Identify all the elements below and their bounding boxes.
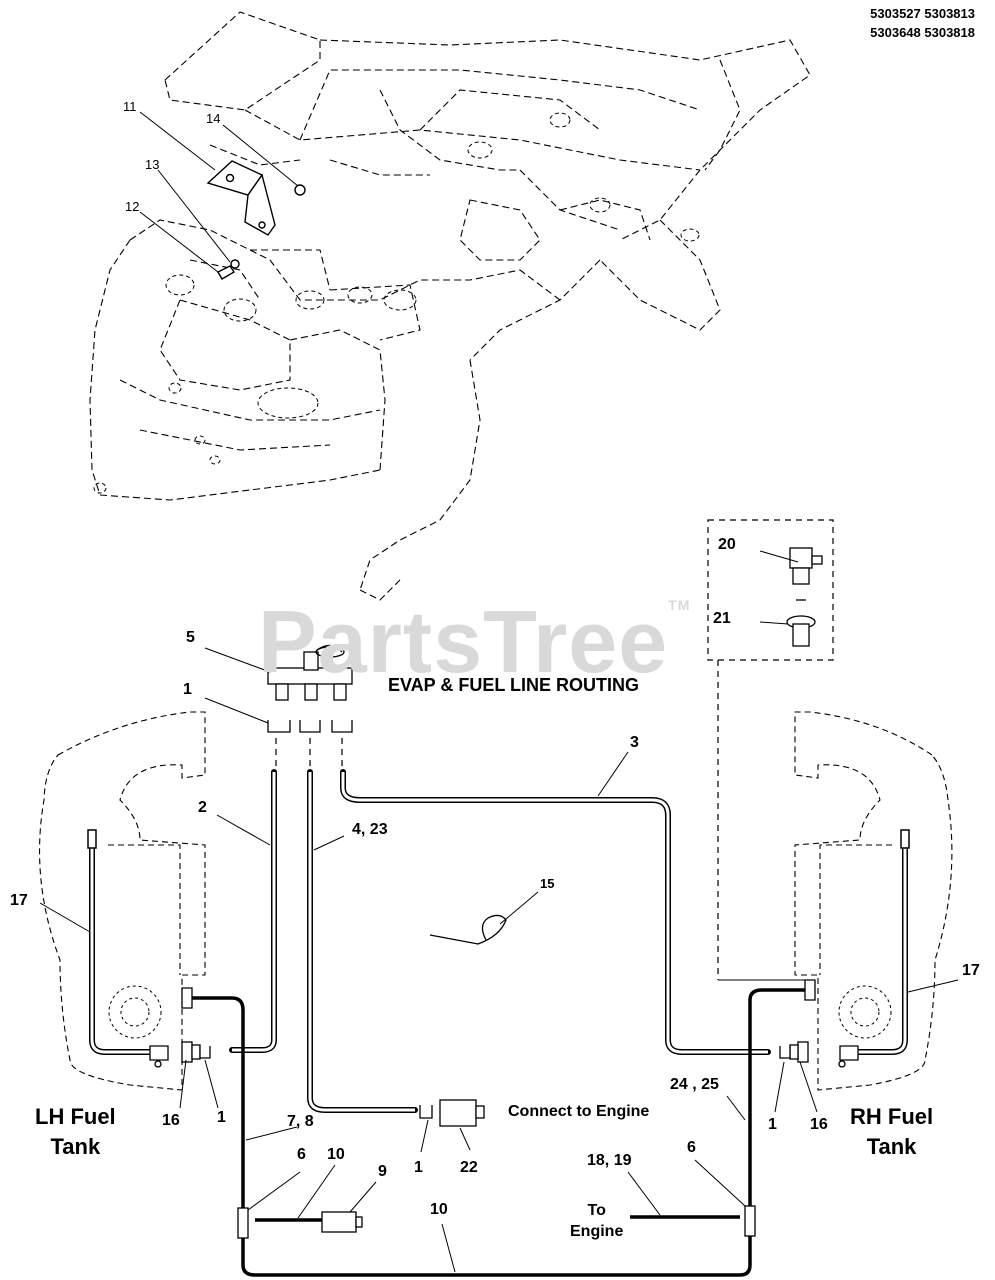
callout-11: 11 [123, 99, 137, 114]
fittings [149, 979, 859, 1239]
callout-20: 20 [718, 536, 736, 553]
part-numbers: 5303527 5303813 5303648 5303818 [870, 6, 975, 40]
callout-17-left: 17 [10, 892, 28, 909]
callout-9: 9 [378, 1163, 387, 1180]
callout-17-right: 17 [962, 962, 980, 979]
fuel-lines [192, 988, 805, 1277]
watermark: PartsTreeTM [258, 592, 691, 691]
hoses [89, 769, 908, 1113]
callout-16-right: 16 [810, 1116, 828, 1133]
mounting-bracket [206, 160, 306, 280]
frame-holes [93, 112, 700, 494]
callout-1-left: 1 [217, 1109, 226, 1126]
tank-vent-tips [87, 829, 910, 849]
callout-13: 13 [145, 157, 160, 172]
vent-valve-assembly [267, 644, 353, 701]
callout-1-right: 1 [768, 1116, 777, 1133]
lh-fuel-tank-outline [39, 711, 206, 1091]
callout-22: 22 [460, 1159, 478, 1176]
connect-to-engine-label: Connect to Engine [508, 1103, 650, 1120]
mower-frame-phantom [89, 11, 811, 601]
tank-caps [108, 985, 892, 1039]
callout-10-bottom: 10 [430, 1201, 448, 1218]
callout-14: 14 [206, 111, 221, 126]
leaders-top [139, 111, 299, 273]
callout-10-top: 10 [327, 1146, 345, 1163]
callout-4-23: 4, 23 [352, 821, 388, 838]
callout-18-19: 18, 19 [587, 1152, 632, 1169]
diagram-title: EVAP & FUEL LINE ROUTING [388, 675, 640, 695]
callout-7-8: 7, 8 [287, 1113, 314, 1130]
hose-inners [90, 772, 907, 1112]
callout-21: 21 [713, 610, 731, 627]
leaders-bottom [39, 550, 959, 1273]
callout-15: 15 [540, 876, 555, 891]
callout-12: 12 [125, 199, 140, 214]
callout-5: 5 [186, 629, 195, 646]
callout-3: 3 [630, 734, 639, 751]
dashed-connections [275, 519, 834, 980]
tie-strap [429, 914, 507, 945]
callout-6-left: 6 [297, 1146, 306, 1163]
callout-2: 2 [198, 799, 207, 816]
callout-16-left: 16 [162, 1112, 180, 1129]
callout-1-top: 1 [183, 681, 192, 698]
evap-sensor [786, 547, 823, 647]
callout-24-25: 24 , 25 [670, 1076, 719, 1093]
callout-1-mid: 1 [414, 1159, 423, 1176]
clamps-top [267, 720, 353, 733]
callout-6-right: 6 [687, 1139, 696, 1156]
rh-fuel-tank-outline [794, 711, 953, 1091]
